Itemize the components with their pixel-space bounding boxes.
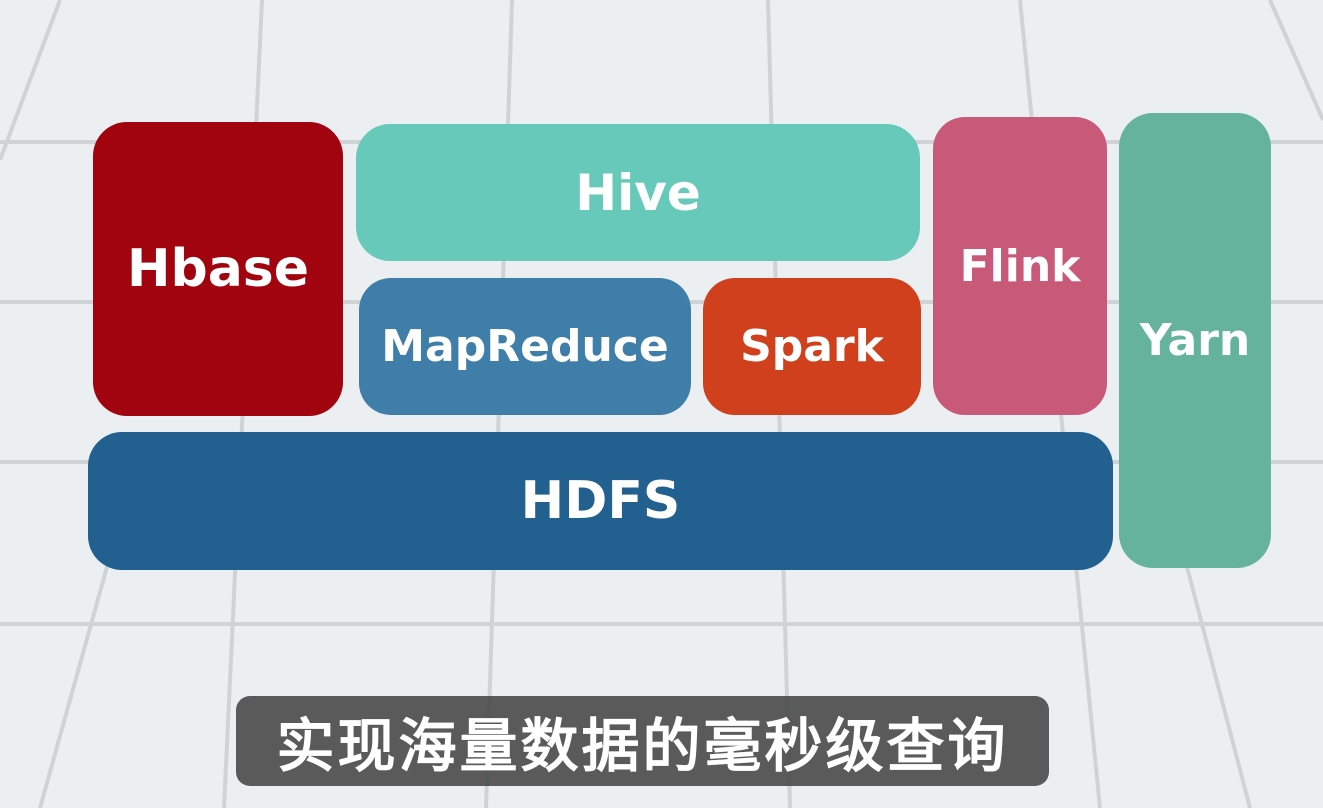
- hbase-block: Hbase: [93, 122, 343, 416]
- spark-block: Spark: [703, 278, 921, 415]
- hdfs-block: HDFS: [88, 432, 1113, 570]
- hive-block: Hive: [356, 124, 920, 261]
- mapreduce-label: MapReduce: [381, 321, 669, 372]
- subtitle-caption: 实现海量数据的毫秒级查询: [236, 696, 1049, 786]
- flink-label: Flink: [959, 240, 1081, 292]
- flink-block: Flink: [933, 117, 1107, 415]
- hive-label: Hive: [575, 163, 701, 222]
- yarn-label: Yarn: [1139, 315, 1251, 366]
- hdfs-label: HDFS: [520, 471, 681, 531]
- yarn-block: Yarn: [1119, 113, 1271, 568]
- mapreduce-block: MapReduce: [359, 278, 691, 415]
- hbase-label: Hbase: [126, 239, 310, 299]
- spark-label: Spark: [740, 321, 884, 372]
